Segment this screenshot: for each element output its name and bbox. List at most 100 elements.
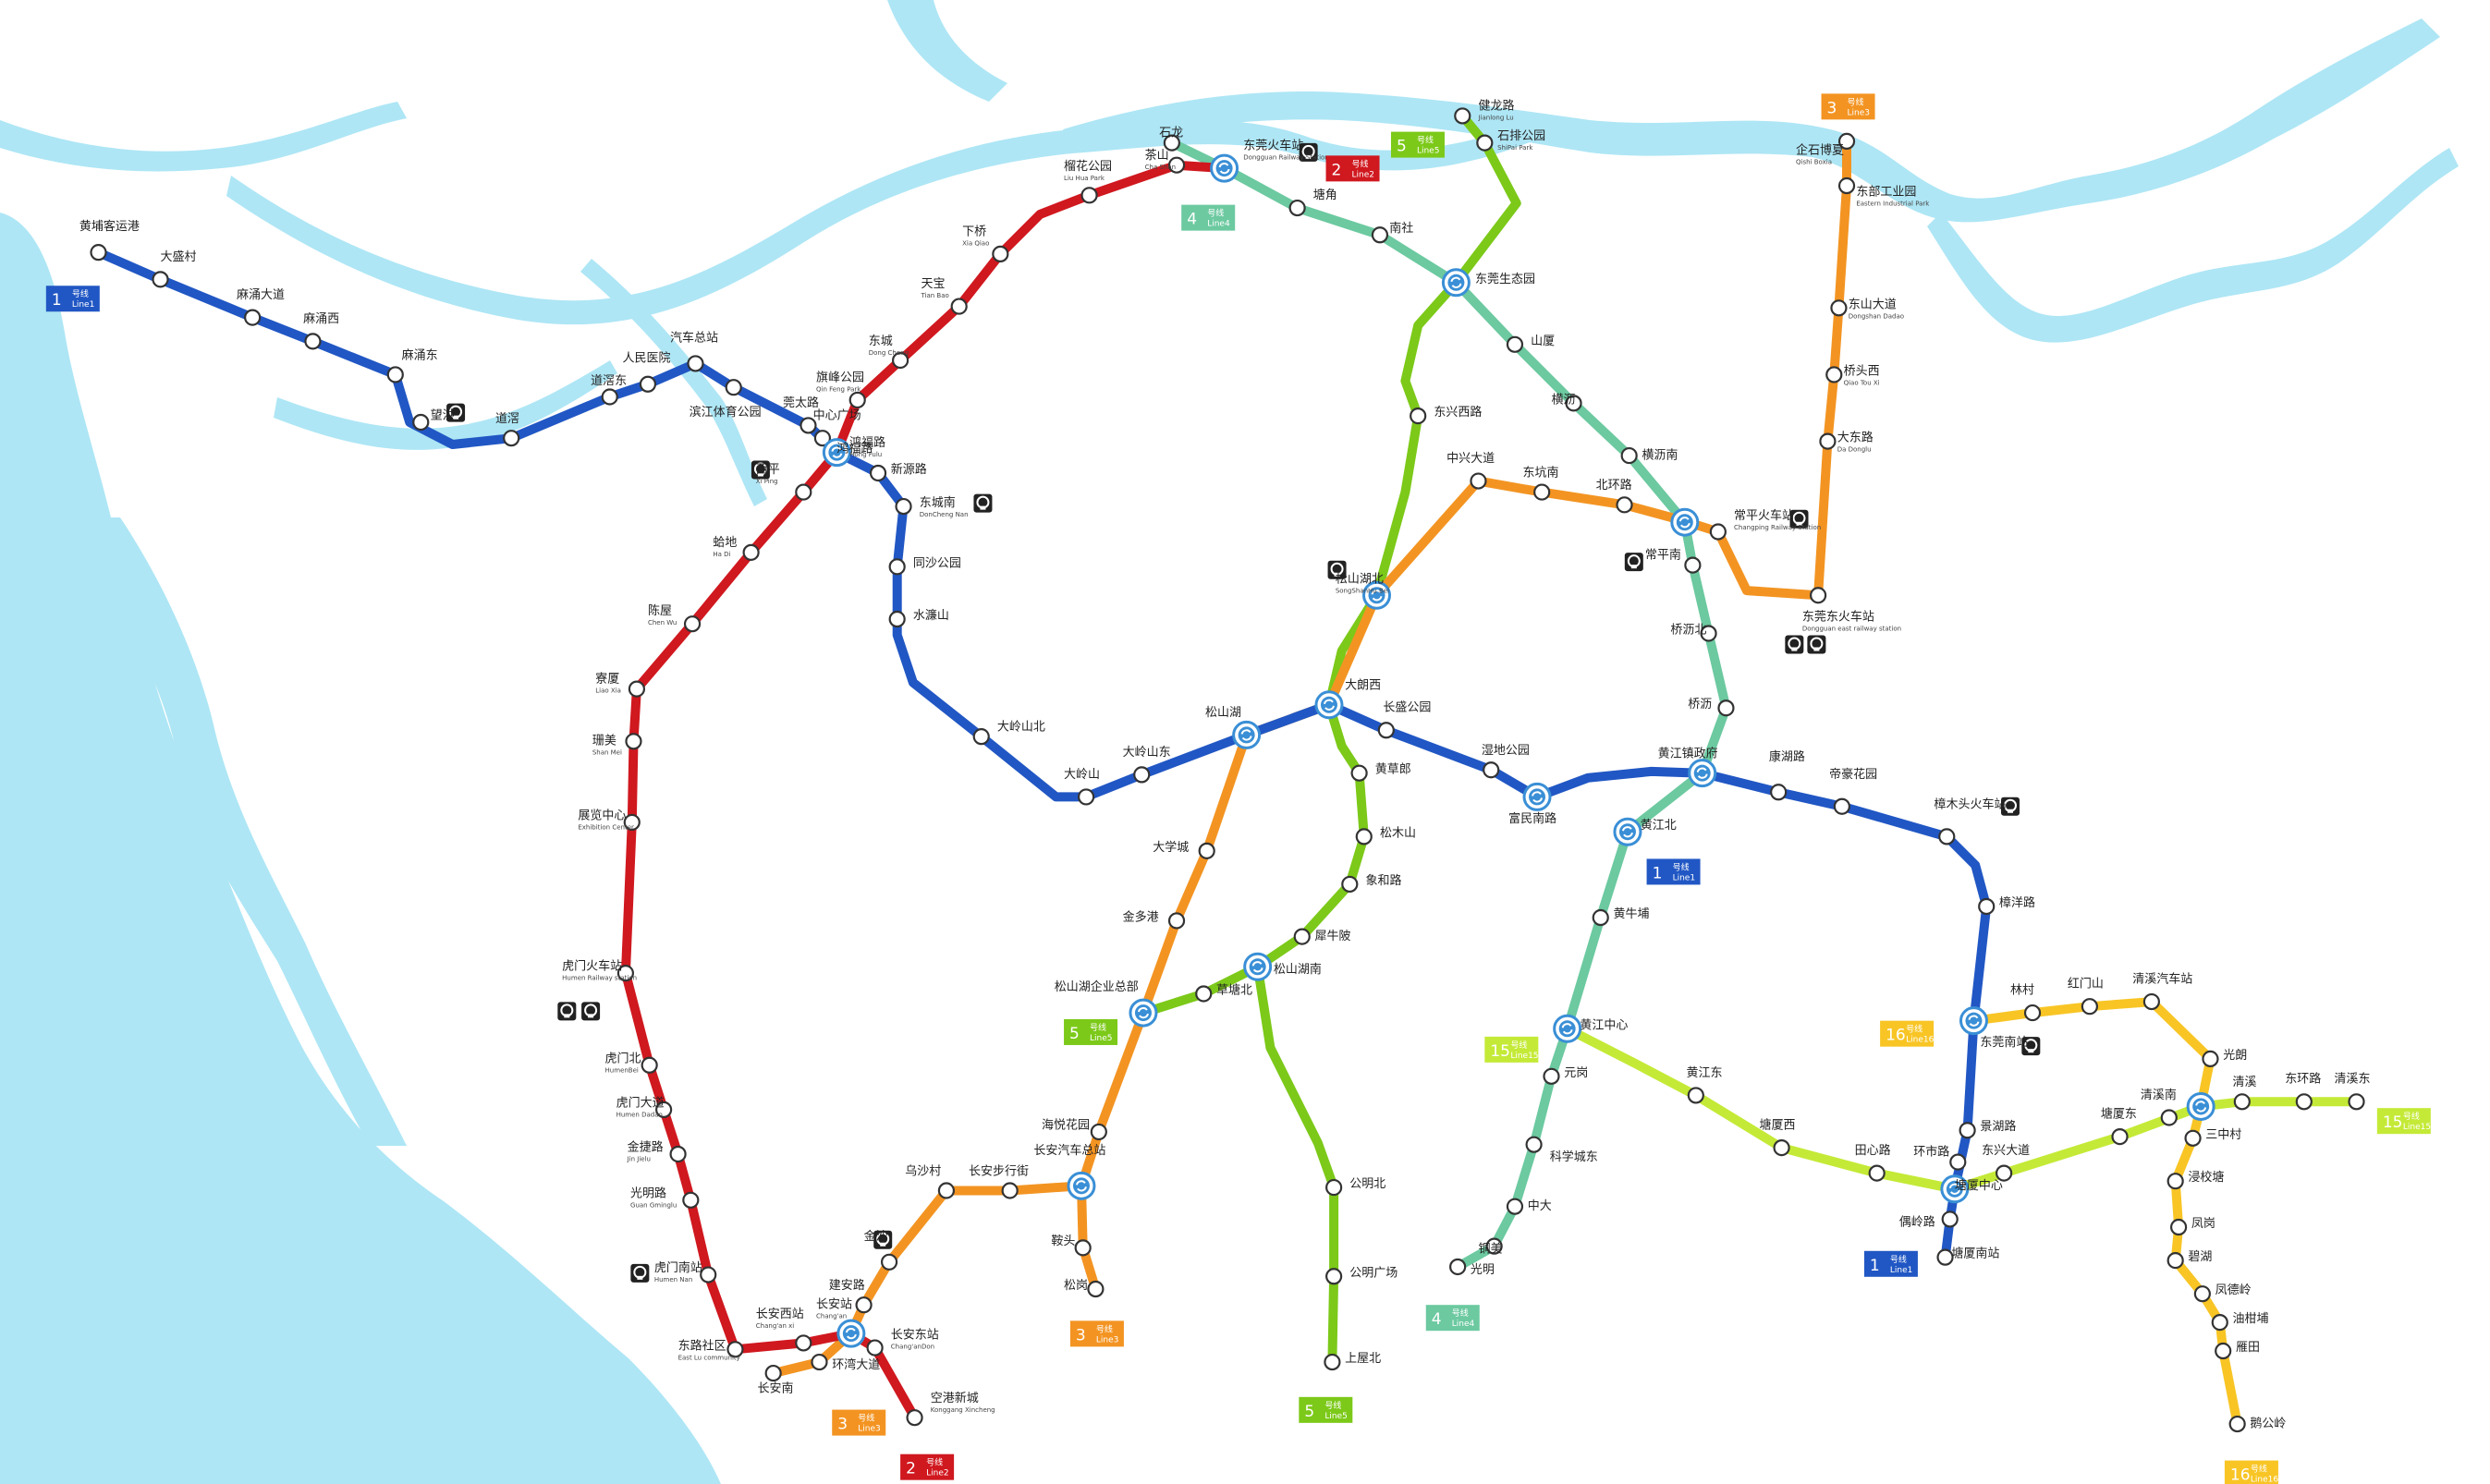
station-marker[interactable] (1868, 1164, 1886, 1182)
station-marker[interactable] (1949, 1153, 1967, 1171)
station-marker[interactable] (2215, 1342, 2232, 1360)
station-marker[interactable] (1773, 1139, 1790, 1157)
station-marker[interactable] (1133, 766, 1151, 784)
station-marker[interactable] (906, 1409, 923, 1427)
station-marker[interactable] (1830, 299, 1848, 317)
station-marker[interactable] (1371, 226, 1389, 244)
station-marker[interactable] (2081, 998, 2098, 1016)
station-marker[interactable] (1709, 523, 1727, 541)
interchange-icon[interactable] (1210, 153, 1239, 183)
station-marker[interactable] (764, 1364, 782, 1382)
interchange-icon[interactable] (1314, 690, 1344, 720)
station-marker[interactable] (1410, 407, 1427, 425)
station-marker[interactable] (2167, 1173, 2184, 1190)
station-marker[interactable] (992, 245, 1009, 262)
station-marker[interactable] (1620, 446, 1638, 465)
station-marker[interactable] (412, 413, 430, 432)
station-marker[interactable] (628, 680, 646, 698)
station-marker[interactable] (1684, 556, 1702, 574)
interchange-icon[interactable] (822, 438, 851, 468)
station-marker[interactable] (813, 430, 832, 447)
interchange-icon[interactable] (1129, 998, 1158, 1028)
station-marker[interactable] (625, 733, 642, 750)
interchange-icon[interactable] (1553, 1014, 1582, 1043)
station-marker[interactable] (1700, 625, 1717, 642)
station-marker[interactable] (848, 391, 866, 409)
interchange-icon[interactable] (1362, 580, 1392, 610)
station-marker[interactable] (386, 366, 404, 383)
station-marker[interactable] (950, 298, 968, 315)
station-marker[interactable] (1341, 875, 1359, 894)
interchange-icon[interactable] (1067, 1171, 1096, 1200)
station-marker[interactable] (655, 1101, 673, 1118)
station-marker[interactable] (880, 1253, 898, 1271)
station-marker[interactable] (1074, 1239, 1092, 1257)
station-marker[interactable] (2228, 1415, 2246, 1433)
interchange-icon[interactable] (1940, 1174, 1970, 1204)
station-marker[interactable] (2111, 1127, 2129, 1146)
station-marker[interactable] (1324, 1353, 1341, 1371)
station-marker[interactable] (888, 610, 906, 628)
interchange-icon[interactable] (2186, 1091, 2215, 1121)
station-marker[interactable] (641, 1056, 658, 1074)
station-marker[interactable] (1476, 134, 1494, 152)
station-marker[interactable] (2202, 1050, 2219, 1068)
station-marker[interactable] (1687, 1087, 1704, 1104)
station-marker[interactable] (2142, 992, 2160, 1011)
station-marker[interactable] (1167, 912, 1186, 930)
station-marker[interactable] (1325, 1268, 1343, 1285)
station-marker[interactable] (2184, 1129, 2202, 1147)
station-marker[interactable] (1325, 1178, 1343, 1197)
station-marker[interactable] (1163, 134, 1180, 152)
interchange-icon[interactable] (1688, 759, 1717, 788)
station-marker[interactable] (1483, 761, 1500, 779)
station-marker[interactable] (1195, 985, 1213, 1003)
interchange-icon[interactable] (1243, 952, 1273, 981)
station-marker[interactable] (799, 417, 817, 434)
station-marker[interactable] (1825, 366, 1843, 383)
station-marker[interactable] (725, 379, 742, 396)
station-marker[interactable] (683, 615, 702, 633)
station-marker[interactable] (866, 1339, 884, 1356)
station-marker[interactable] (811, 1353, 828, 1371)
station-marker[interactable] (1525, 1136, 1543, 1153)
station-marker[interactable] (1293, 928, 1311, 945)
station-marker[interactable] (1543, 1067, 1560, 1085)
station-marker[interactable] (1938, 828, 1956, 845)
station-marker[interactable] (304, 333, 322, 350)
station-marker[interactable] (742, 543, 760, 561)
station-marker[interactable] (1506, 1198, 1524, 1215)
station-marker[interactable] (1485, 1237, 1503, 1255)
station-marker[interactable] (601, 388, 618, 406)
station-marker[interactable] (2348, 1093, 2365, 1111)
station-marker[interactable] (1819, 432, 1837, 450)
station-marker[interactable] (152, 271, 169, 288)
station-marker[interactable] (1454, 107, 1471, 125)
station-marker[interactable] (1087, 1280, 1105, 1298)
station-marker[interactable] (1770, 784, 1788, 801)
station-marker[interactable] (1470, 472, 1487, 490)
station-marker[interactable] (2023, 1004, 2042, 1022)
station-marker[interactable] (2169, 1218, 2188, 1236)
station-marker[interactable] (892, 351, 909, 370)
station-marker[interactable] (1592, 908, 1609, 927)
station-marker[interactable] (1833, 797, 1850, 815)
station-marker[interactable] (1837, 132, 1856, 151)
interchange-icon[interactable] (1232, 720, 1262, 749)
station-marker[interactable] (1078, 788, 1095, 806)
station-marker[interactable] (855, 1296, 873, 1314)
station-marker[interactable] (1167, 156, 1186, 174)
station-marker[interactable] (1080, 187, 1098, 204)
